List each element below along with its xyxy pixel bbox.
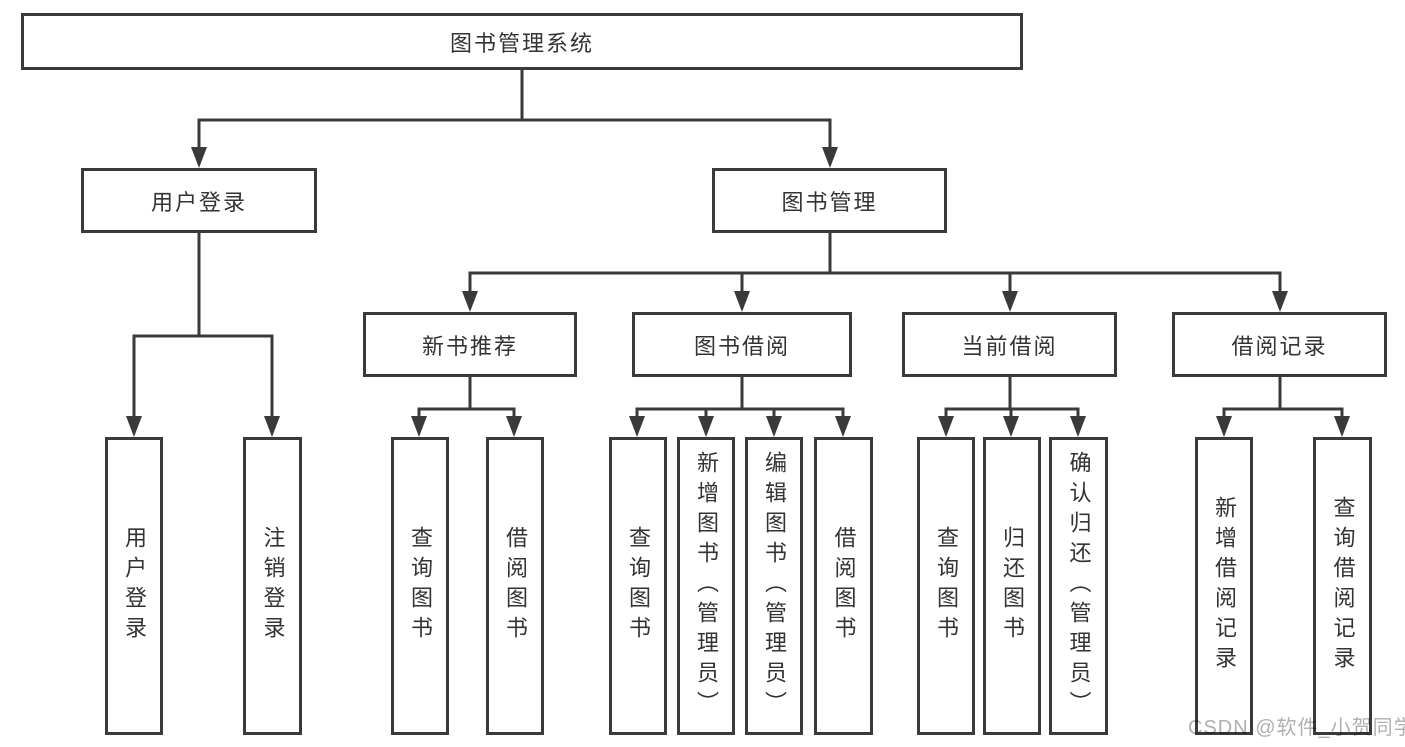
node-book-borrow-label: 图书借阅: [693, 333, 790, 359]
leaf-query-borrow-record: 查询借阅记录: [1313, 437, 1372, 735]
leaf-logout-label: 注销登录: [260, 526, 286, 646]
leaf-edit-book-admin-label: 编辑图书（管理员）: [762, 451, 787, 721]
node-book-borrow: 图书借阅: [632, 312, 852, 377]
leaf-return-book-label: 归还图书: [1000, 526, 1025, 646]
leaf-confirm-return-admin: 确认归还（管理员）: [1049, 437, 1108, 735]
leaf-logout: 注销登录: [243, 437, 302, 735]
leaf-borrow-books-recommend-label: 借阅图书: [503, 526, 528, 646]
leaf-query-books-current: 查询图书: [917, 437, 975, 735]
node-new-book-recommend-label: 新书推荐: [421, 333, 518, 359]
node-borrow-records: 借阅记录: [1172, 312, 1387, 377]
node-user-login-label: 用户登录: [150, 189, 247, 215]
leaf-user-login-label: 用户登录: [122, 526, 147, 646]
leaf-query-books-borrow: 查询图书: [609, 437, 667, 735]
leaf-query-borrow-record-label: 查询借阅记录: [1330, 496, 1356, 676]
leaf-query-books-borrow-label: 查询图书: [626, 526, 651, 646]
node-current-borrow: 当前借阅: [902, 312, 1117, 377]
leaf-query-books-current-label: 查询图书: [934, 526, 959, 646]
leaf-query-books-recommend: 查询图书: [391, 437, 449, 735]
leaf-query-books-recommend-label: 查询图书: [408, 526, 433, 646]
node-book-management: 图书管理: [712, 168, 947, 233]
leaf-return-book: 归还图书: [983, 437, 1041, 735]
leaf-borrow-books-borrow-label: 借阅图书: [831, 526, 857, 646]
leaf-add-book-admin: 新增图书（管理员）: [677, 437, 735, 735]
watermark: CSDN @软件_小贺同学: [1188, 717, 1405, 739]
node-current-borrow-label: 当前借阅: [961, 333, 1058, 359]
node-book-management-label: 图书管理: [781, 189, 878, 215]
leaf-borrow-books-recommend: 借阅图书: [486, 437, 544, 735]
leaf-add-borrow-record: 新增借阅记录: [1195, 437, 1253, 735]
leaf-user-login: 用户登录: [105, 437, 163, 735]
node-root: 图书管理系统: [21, 13, 1023, 70]
leaf-edit-book-admin: 编辑图书（管理员）: [745, 437, 803, 735]
leaf-confirm-return-admin-label: 确认归还（管理员）: [1066, 451, 1092, 721]
node-user-login: 用户登录: [81, 168, 317, 233]
node-borrow-records-label: 借阅记录: [1231, 333, 1328, 359]
leaf-borrow-books-borrow: 借阅图书: [814, 437, 873, 735]
leaf-add-borrow-record-label: 新增借阅记录: [1212, 496, 1237, 676]
node-root-label: 图书管理系统: [449, 30, 594, 56]
leaf-add-book-admin-label: 新增图书（管理员）: [694, 451, 719, 721]
node-new-book-recommend: 新书推荐: [363, 312, 577, 377]
